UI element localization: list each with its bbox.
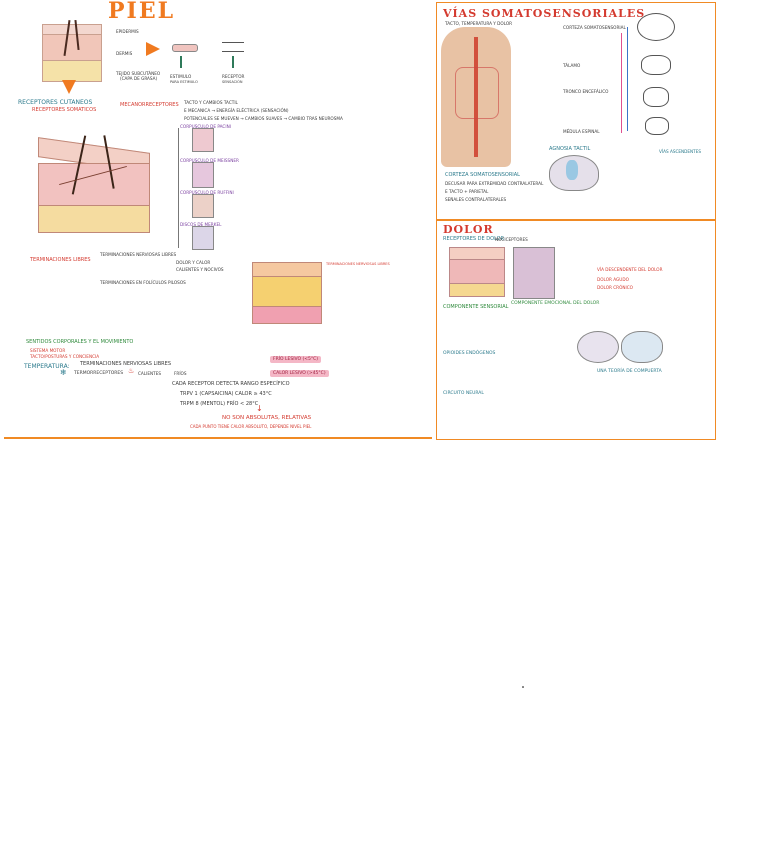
right-top-panel: VÍAS SOMATOSENSORIALES TACTO, TEMPERATUR… xyxy=(436,2,716,220)
spinal-section xyxy=(645,117,669,135)
green-arrow-icon-2 xyxy=(232,56,234,68)
layer-label-dermis: DERMIS xyxy=(116,51,133,56)
cortex-heading: CORTEZA SOMATOSENSORIAL xyxy=(445,172,520,178)
branch-3: POTENCIALES SE MUEVEN → CAMBIOS SUAVES →… xyxy=(184,116,343,121)
receptors-heading: RECEPTORES CUTANEOS xyxy=(18,99,93,106)
pain-receptors: RECEPTORES DE DOLOR xyxy=(443,236,505,242)
neural-circuit: CIRCUITO NEURAL xyxy=(443,391,484,396)
right-bottom-panel: DOLOR RECEPTORES DE DOLOR NOCICEPTORES C… xyxy=(436,220,716,440)
side-heading: VÍAS ASCENDENTES xyxy=(659,149,702,154)
corpuscle-pacini-thumb xyxy=(192,128,214,152)
trpv1-label: TRPV 1 (CAPSAICINA) CALOR ≥ 43°C xyxy=(180,391,272,397)
free-endings-item-3: CALIENTES Y NOCIVOS xyxy=(176,267,224,272)
nerve-fiber-illustration xyxy=(513,247,555,299)
label-stimulus-sub: PARA ESTIMULO xyxy=(170,80,198,84)
chronic-pain: DOLOR CRÓNICO xyxy=(597,285,633,290)
cold-box: FRÍO LESIVO (<5°C) xyxy=(270,356,322,363)
layer-label-epidermis: EPIDERMIS xyxy=(116,29,139,34)
arrow-down-icon xyxy=(62,80,76,94)
movement-item-2: TACTO/POSTURAS Y CONCIENCIA xyxy=(30,354,100,359)
temp-type-hot: CALIENTES xyxy=(138,371,161,376)
free-endings-label: TERMINACIONES LIBRES xyxy=(30,257,91,263)
label-receptor-sub: SENSACIÓN xyxy=(222,80,243,84)
free-endings-item-2: DOLOR Y CALOR xyxy=(176,260,211,265)
corpuscle-ruffini-thumb xyxy=(192,194,214,218)
free-endings-item-4: TERMINACIONES EN FOLÍCULOS PILOSOS xyxy=(100,280,186,285)
pathway-line-pink xyxy=(621,33,622,133)
movement-heading: SENTIDOS CORPORALES Y EL MOVIMIENTO xyxy=(26,339,134,345)
agnosia-heading: AGNOSIA TACTIL xyxy=(549,146,591,152)
flame-icon: ♨ xyxy=(128,367,135,375)
conclusion-sub: CADA PUNTO TIENE CALOR ABSOLUTO, DEPENDE… xyxy=(190,424,312,429)
pain-nociceptors: NOCICEPTORES xyxy=(495,237,528,242)
branch-2: E MECANICA → ENERGÍA ELÉCTRICA (SENSACIÓ… xyxy=(184,108,289,113)
left-panel: PIEL EPIDERMIS DERMIS TEJIDO SUBCUTÁNEO … xyxy=(0,0,432,440)
brain-section-low xyxy=(643,87,669,107)
skin-cube-illustration-2 xyxy=(252,262,322,324)
conclusion-arrow-icon: ↓ xyxy=(256,404,263,413)
descending-pathway: VÍA DESCENDENTE DEL DOLOR xyxy=(597,267,663,272)
arrow-right-icon xyxy=(146,42,160,56)
skin-cube-illustration xyxy=(38,135,154,235)
receptor-icon xyxy=(222,42,244,52)
heat-box: CALOR LESIVO (>45°C) xyxy=(270,370,329,377)
pain-brain-illustration-2 xyxy=(621,331,663,363)
stray-dot xyxy=(522,686,524,688)
label-receptor: RECEPTOR xyxy=(222,74,245,79)
skin-layers-illustration xyxy=(42,19,102,82)
temp-type-cold: FRÍOS xyxy=(174,371,187,376)
movement-item-1: SISTEMA MOTOR xyxy=(30,348,66,353)
tree-line xyxy=(178,128,179,248)
mechanoreceptors-label: MECANORRECEPTORES xyxy=(120,102,179,108)
conclusion: NO SON ABSOLUTAS, RELATIVAS xyxy=(222,415,312,421)
pathway-label-thalamus: TÁLAMO xyxy=(563,63,581,68)
cortex-item-2: E TACTO + PARIETAL xyxy=(445,189,489,194)
corpuscle-meissner-label: CORPUSCULO DE MEISSNER xyxy=(180,158,239,163)
receptor-range: CADA RECEPTOR DETECTA RANGO ESPECÍFICO xyxy=(172,381,290,387)
pathways-subtitle: TACTO, TEMPERATURA Y DOLOR xyxy=(445,21,513,26)
pain-title: DOLOR xyxy=(443,223,494,236)
receptors-sub: RECEPTORES SOMATICOS xyxy=(32,107,97,113)
green-arrow-icon xyxy=(180,56,182,68)
pathway-label-cortex: CORTEZA SOMATOSENSORIAL xyxy=(563,25,626,30)
pathways-title: VÍAS SOMATOSENSORIALES xyxy=(443,7,646,20)
component-emotional: COMPONENTE EMOCIONAL DEL DOLOR xyxy=(511,301,600,306)
corpuscle-meissner-thumb xyxy=(192,162,214,188)
skin-label: TERMINACIONES NERVIOSAS LIBRES xyxy=(326,262,390,266)
temp-desc: TERMINACIONES NERVIOSAS LIBRES xyxy=(80,361,171,367)
corpuscle-pacini-label: CORPUSCULO DE PACINI xyxy=(180,124,231,129)
brain-illustration xyxy=(549,155,599,191)
pain-brain-illustration xyxy=(577,331,619,363)
merkel-thumb xyxy=(192,226,214,250)
corpuscle-ruffini-label: CORPUSCULO DE RUFFINI xyxy=(180,190,234,195)
cortex-item-3: SEÑALES CONTRALATERALES xyxy=(445,197,507,202)
cortex-item-1: DECUSAR PARA EXTREMIDAD CONTRALATERAL xyxy=(445,181,544,186)
left-panel-baseline xyxy=(4,437,432,439)
spine-illustration xyxy=(441,27,511,167)
page-title: PIEL xyxy=(108,0,176,24)
brain-section-top xyxy=(637,13,675,41)
gate-heading: UNA TEORÍA DE COMPUERTA xyxy=(597,369,662,374)
component-opioids: OPIOIDES ENDÓGENOS xyxy=(443,351,496,356)
pathway-label-brainstem: TRONCO ENCEFÁLICO xyxy=(563,89,609,94)
stimulus-icon xyxy=(172,44,198,52)
pathway-line-blue xyxy=(627,27,628,131)
temp-receptors: TERMORRECEPTORES xyxy=(74,371,124,376)
branch-1: TACTO Y CAMBIOS TACTIL xyxy=(184,100,238,105)
component-sensory: COMPONENTE SENSORIAL xyxy=(443,304,509,310)
layer-label-subcutaneous: TEJIDO SUBCUTÁNEO xyxy=(116,71,161,76)
pain-skin-illustration xyxy=(449,247,505,297)
free-endings-item-1: TERMINACIONES NERVIOSAS LIBRES xyxy=(100,252,177,257)
layer-label-subcutaneous-sub: (CAPA DE GRASA) xyxy=(120,76,158,81)
merkel-label: DISCOS DE MERKEL xyxy=(180,222,222,227)
acute-pain: DOLOR AGUDO xyxy=(597,277,629,282)
trpm8-label: TRPM 8 (MENTOL) FRÍO < 28°C xyxy=(180,401,259,407)
temperature-label: TEMPERATURA: xyxy=(24,363,70,370)
snowflake-icon: ❄ xyxy=(60,368,67,377)
label-stimulus: ESTIMULO xyxy=(170,74,192,79)
pathway-label-spinal: MÉDULA ESPINAL xyxy=(563,129,600,134)
brain-section-mid xyxy=(641,55,671,75)
